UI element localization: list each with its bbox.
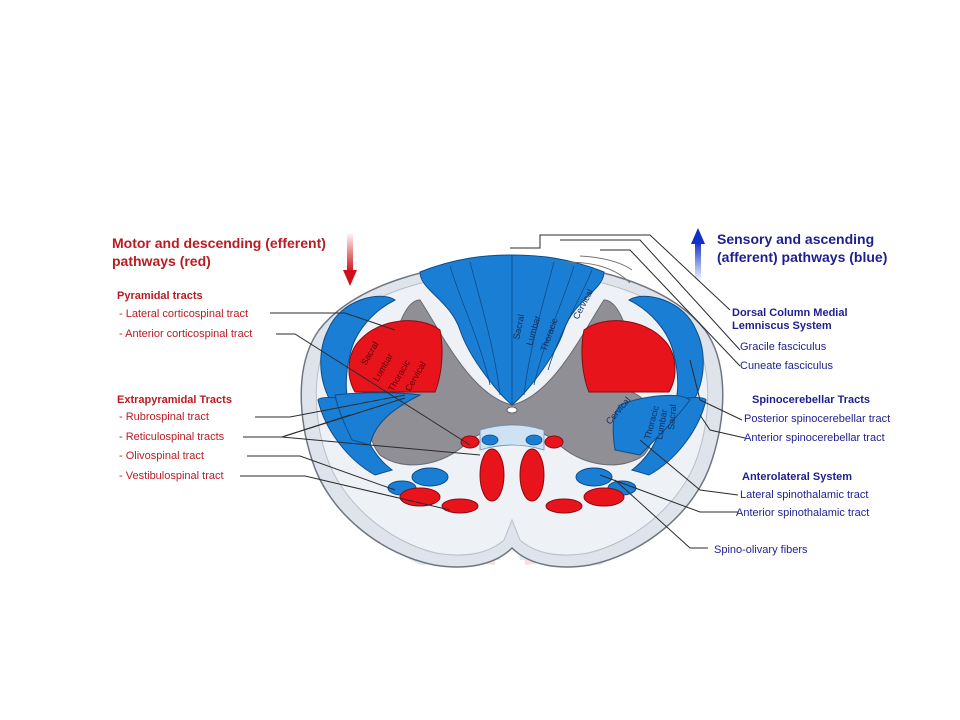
lateral-corticospinal-tract-right xyxy=(581,320,676,393)
svg-text:Sacral: Sacral xyxy=(666,404,678,430)
extrapyramidal-tracts-title: Extrapyramidal Tracts xyxy=(117,394,232,406)
left-lateral-tracts xyxy=(317,295,449,496)
ventral-motor-tracts xyxy=(399,435,625,514)
anterior-corticospinal-label: - Anterior corticospinal tract xyxy=(119,328,253,340)
olivospinal-label: - Olivospinal tract xyxy=(119,450,204,462)
motor-pathways-header: Motor and descending (efferent) pathways… xyxy=(112,235,326,269)
posterior-spinocerebellar-label: Posterior spinocerebellar tract xyxy=(744,413,891,425)
anterolateral-title: Anterolateral System xyxy=(742,471,853,483)
leader-lines xyxy=(240,234,746,549)
reticulospinal-label: - Reticulospinal tracts xyxy=(119,431,225,443)
lateral-corticospinal-tract xyxy=(348,320,443,393)
descending-arrow-icon xyxy=(343,232,357,286)
lateral-corticospinal-label: - Lateral corticospinal tract xyxy=(119,308,248,320)
sensory-pathways-header: Sensory and ascending (afferent) pathway… xyxy=(717,231,888,265)
right-lateral-tracts xyxy=(575,295,707,496)
pyramidal-tracts-title: Pyramidal tracts xyxy=(117,290,203,302)
cuneate-fasciculus-label: Cuneate fasciculus xyxy=(740,360,833,372)
rubrospinal-label: - Rubrospinal tract xyxy=(119,411,209,423)
dcml-title: Dorsal Column Medial Lemniscus System xyxy=(732,307,848,332)
anterior-spinocerebellar-label: Anterior spinocerebellar tract xyxy=(744,432,885,444)
spinocerebellar-title: Spinocerebellar Tracts xyxy=(752,394,870,406)
anterior-fissure-left-blue xyxy=(481,434,499,446)
vestibulospinal-label: - Vestibulospinal tract xyxy=(119,470,224,482)
gracile-fasciculus-label: Gracile fasciculus xyxy=(740,341,827,353)
lateral-spinothalamic-label: Lateral spinothalamic tract xyxy=(740,489,869,501)
central-canal xyxy=(506,406,518,414)
spino-olivary-label: Spino-olivary fibers xyxy=(714,544,808,556)
ascending-arrow-icon xyxy=(691,228,705,282)
anterior-fissure-right-blue xyxy=(525,434,543,446)
anterior-spinothalamic-label: Anterior spinothalamic tract xyxy=(736,507,870,519)
